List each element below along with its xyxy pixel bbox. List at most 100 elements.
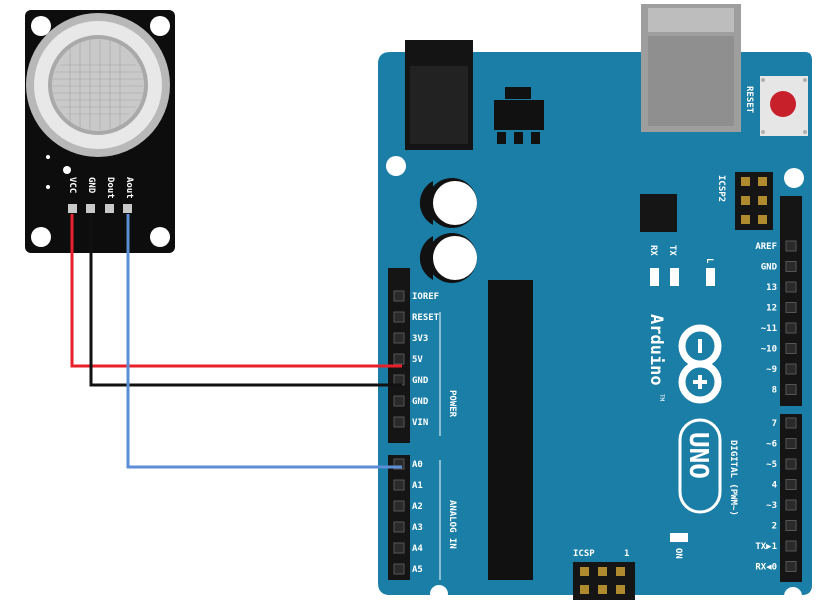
silkscreen-dot bbox=[46, 185, 50, 189]
analog-header bbox=[388, 455, 410, 580]
minus-plus-symbols bbox=[693, 339, 707, 389]
digital-lower-header bbox=[780, 414, 802, 582]
board-mounting-hole bbox=[784, 587, 802, 605]
icsp2-header bbox=[735, 172, 773, 230]
digital-pin-label: ~5 bbox=[766, 460, 777, 470]
digital-header-pin bbox=[785, 458, 797, 470]
sensor-pin-dout bbox=[105, 204, 114, 213]
digital-pin-label: 2 bbox=[772, 522, 777, 532]
uno-badge: UNO bbox=[678, 418, 722, 514]
mounting-hole bbox=[150, 227, 170, 247]
power-header-pin bbox=[393, 311, 405, 323]
analog-pin-label: A2 bbox=[412, 502, 423, 512]
reset-button bbox=[760, 76, 808, 136]
icsp-label: ICSP bbox=[573, 549, 595, 559]
digital-header-pin bbox=[785, 363, 797, 375]
digital-pin-label: 13 bbox=[766, 283, 777, 293]
uno-label: UNO bbox=[683, 432, 713, 479]
sensor-pin-vcc bbox=[68, 204, 77, 213]
microcontroller-chip bbox=[488, 280, 533, 580]
digital-header-pin bbox=[785, 384, 797, 395]
sensor-pin-label-gnd: GND bbox=[86, 177, 96, 194]
digital-pin-label: 4 bbox=[772, 481, 778, 491]
analog-header-pin bbox=[393, 500, 405, 512]
power-header-pin bbox=[393, 332, 405, 344]
on-label: ON bbox=[673, 548, 683, 559]
power-pin-label: 3V3 bbox=[412, 334, 428, 344]
digital-pin-label: ~10 bbox=[761, 345, 777, 355]
rx-led bbox=[650, 268, 659, 286]
digital-pin-label: ~3 bbox=[766, 501, 777, 511]
digital-pin-label: 7 bbox=[772, 419, 777, 429]
gas-sensor-module: VCC GND Dout Aout bbox=[25, 10, 175, 253]
sensor-element bbox=[26, 13, 170, 157]
wire-aout-to-a0 bbox=[126, 214, 402, 469]
analog-header-pin bbox=[393, 542, 405, 554]
power-pin-label: GND bbox=[412, 376, 429, 386]
rx-label: RX bbox=[648, 245, 658, 256]
arduino-uno-board: RESET ICSP2 TX RX L bbox=[378, 4, 812, 605]
digital-header-pin bbox=[785, 261, 797, 272]
sensor-pin-gnd bbox=[86, 204, 95, 213]
board-pcb bbox=[378, 52, 812, 595]
wires bbox=[70, 214, 402, 469]
brand-label: Arduino bbox=[646, 314, 666, 386]
digital-header-pin bbox=[785, 240, 797, 252]
digital-pin-label: GND bbox=[761, 263, 778, 273]
analog-pin-label: A4 bbox=[412, 544, 423, 554]
sensor-pin-label-aout: Aout bbox=[124, 177, 134, 199]
digital-pin-label: AREF bbox=[755, 242, 777, 252]
capacitor bbox=[419, 178, 477, 228]
analog-header-label: ANALOG IN bbox=[447, 500, 457, 549]
reset-label: RESET bbox=[744, 86, 754, 114]
usb-connector bbox=[641, 4, 741, 132]
trademark-label: TM bbox=[658, 394, 665, 402]
icsp2-label: ICSP2 bbox=[716, 175, 726, 202]
power-pin-label: IOREF bbox=[412, 292, 439, 302]
analog-header-pin bbox=[393, 563, 405, 575]
board-mounting-hole bbox=[784, 168, 804, 188]
voltage-regulator bbox=[494, 87, 544, 144]
digital-header-pin bbox=[785, 499, 797, 511]
icsp-header bbox=[573, 562, 635, 600]
analog-pin-label: A5 bbox=[412, 565, 423, 575]
arduino-infinity-logo bbox=[678, 324, 722, 404]
digital-header-pin bbox=[785, 561, 797, 572]
digital-pin-label: RX◀0 bbox=[755, 563, 777, 573]
indicator-led bbox=[63, 166, 71, 174]
power-pin-label: VIN bbox=[412, 418, 428, 428]
digital-header-label: DIGITAL (PWM~) bbox=[728, 440, 738, 516]
digital-pin-label: 12 bbox=[766, 304, 777, 314]
analog-pin-label: A0 bbox=[412, 460, 423, 470]
l-led bbox=[706, 268, 715, 286]
power-header-pin bbox=[393, 290, 405, 302]
l-led-label: L bbox=[704, 258, 714, 264]
icsp-pin1-label: 1 bbox=[624, 549, 629, 559]
digital-header-pin bbox=[785, 540, 797, 552]
analog-header-pin bbox=[393, 521, 405, 533]
digital-header-pin bbox=[785, 281, 797, 293]
capacitor bbox=[419, 233, 477, 283]
power-pin-label: GND bbox=[412, 397, 429, 407]
sensor-pin-aout bbox=[123, 204, 132, 213]
digital-header-pin bbox=[785, 417, 797, 429]
tx-label: TX bbox=[667, 245, 677, 256]
analog-pin-label: A3 bbox=[412, 523, 423, 533]
power-header-pin bbox=[393, 416, 405, 428]
digital-header-pin bbox=[785, 322, 797, 334]
analog-pin-label: A1 bbox=[412, 481, 423, 491]
wire-gnd-to-gnd bbox=[89, 214, 402, 387]
analog-header-pin bbox=[393, 479, 405, 491]
digital-pin-label: TX▶1 bbox=[755, 542, 777, 552]
mounting-hole bbox=[150, 16, 170, 36]
digital-header-pin bbox=[785, 302, 797, 313]
dc-power-jack bbox=[405, 40, 473, 150]
power-header-label: POWER bbox=[447, 390, 457, 418]
digital-pin-label: 8 bbox=[772, 386, 777, 396]
pin-labels: IOREFRESET3V35VGNDGNDVINA0A1A2A3A4A5AREF… bbox=[393, 240, 797, 575]
power-header-pin bbox=[393, 395, 405, 407]
digital-pin-label: ~9 bbox=[766, 365, 777, 375]
power-pin-label: RESET bbox=[412, 313, 440, 323]
mounting-hole bbox=[31, 227, 51, 247]
